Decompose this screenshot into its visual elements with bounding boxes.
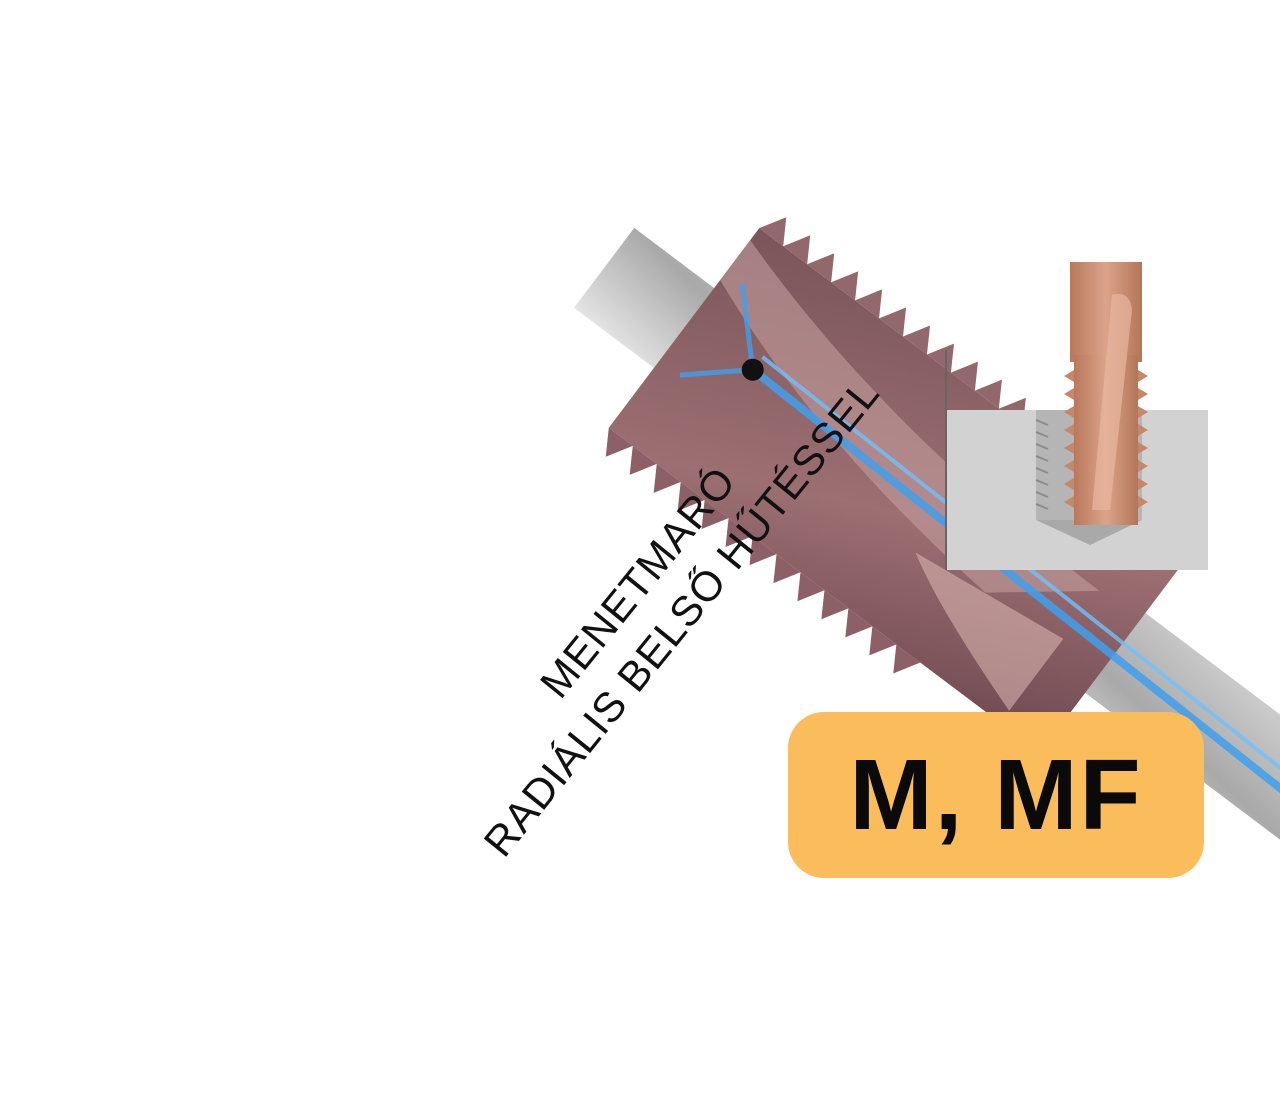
tool-thread-teeth [605, 427, 921, 674]
thread-type-badge: M, MF [788, 712, 1204, 878]
machining-diagram [945, 262, 1208, 570]
thread-type-label: M, MF [849, 738, 1143, 851]
coolant-channel [750, 366, 1280, 821]
coolant-outlet [741, 358, 764, 381]
